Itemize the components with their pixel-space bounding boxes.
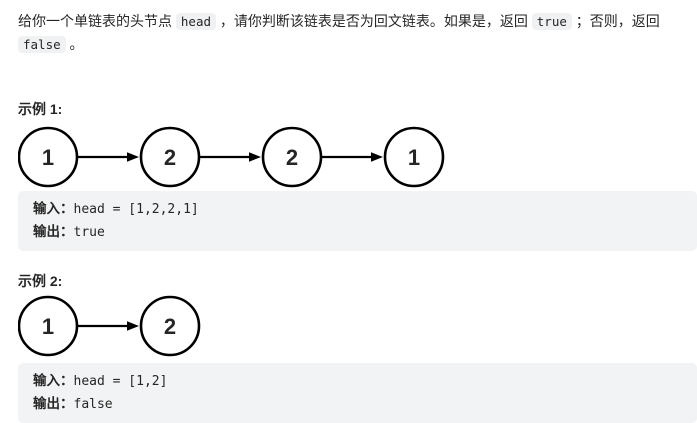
statement-text: ，请你判断该链表是否为回文链表。如果是，返回 bbox=[216, 13, 532, 29]
output-label: 输出： bbox=[33, 396, 74, 411]
list-node: 1 bbox=[383, 126, 445, 188]
example-2-label: 示例 2: bbox=[18, 273, 63, 289]
arrowhead-icon bbox=[249, 152, 261, 162]
node-value: 2 bbox=[286, 145, 298, 170]
arrowhead-icon bbox=[371, 152, 383, 162]
inline-code-false: false bbox=[18, 36, 66, 53]
input-value: head = [1,2,2,1] bbox=[73, 202, 199, 217]
problem-statement: 给你一个单链表的头节点 head ，请你判断该链表是否为回文链表。如果是，返回 … bbox=[18, 10, 697, 56]
inline-code-true: true bbox=[531, 13, 572, 30]
node-value: 1 bbox=[42, 145, 54, 170]
statement-text: 给你一个单链表的头节点 bbox=[18, 13, 176, 29]
example-2-code-block: 输入：head = [1,2] 输出：false bbox=[18, 363, 697, 423]
output-value: true bbox=[73, 225, 105, 240]
inline-code-head: head bbox=[175, 13, 216, 30]
input-value: head = [1,2] bbox=[73, 374, 168, 389]
list-node: 2 bbox=[139, 126, 201, 188]
example-1-label: 示例 1: bbox=[18, 101, 63, 117]
list-node: 2 bbox=[261, 126, 323, 188]
statement-text: ；否则，返回 bbox=[571, 13, 660, 29]
input-label: 输入： bbox=[33, 201, 74, 216]
statement-text: 。 bbox=[65, 36, 84, 52]
list-node: 1 bbox=[18, 126, 79, 188]
node-value: 1 bbox=[408, 145, 420, 170]
example-section-1: 示例 1: 1 2 2 1 输入：head = [1,2,2,1] 输出：true bbox=[18, 99, 697, 251]
list-node: 2 bbox=[139, 295, 201, 357]
arrowhead-icon bbox=[127, 152, 139, 162]
node-value: 1 bbox=[42, 314, 54, 339]
list-node: 1 bbox=[18, 295, 79, 357]
linked-list-diagram-1: 1 2 2 1 bbox=[18, 126, 445, 188]
example-1-code-block: 输入：head = [1,2,2,1] 输出：true bbox=[18, 191, 697, 251]
output-label: 输出： bbox=[33, 224, 74, 239]
input-label: 输入： bbox=[33, 373, 74, 388]
node-value: 2 bbox=[164, 145, 176, 170]
arrowhead-icon bbox=[127, 321, 139, 331]
node-value: 2 bbox=[164, 314, 176, 339]
